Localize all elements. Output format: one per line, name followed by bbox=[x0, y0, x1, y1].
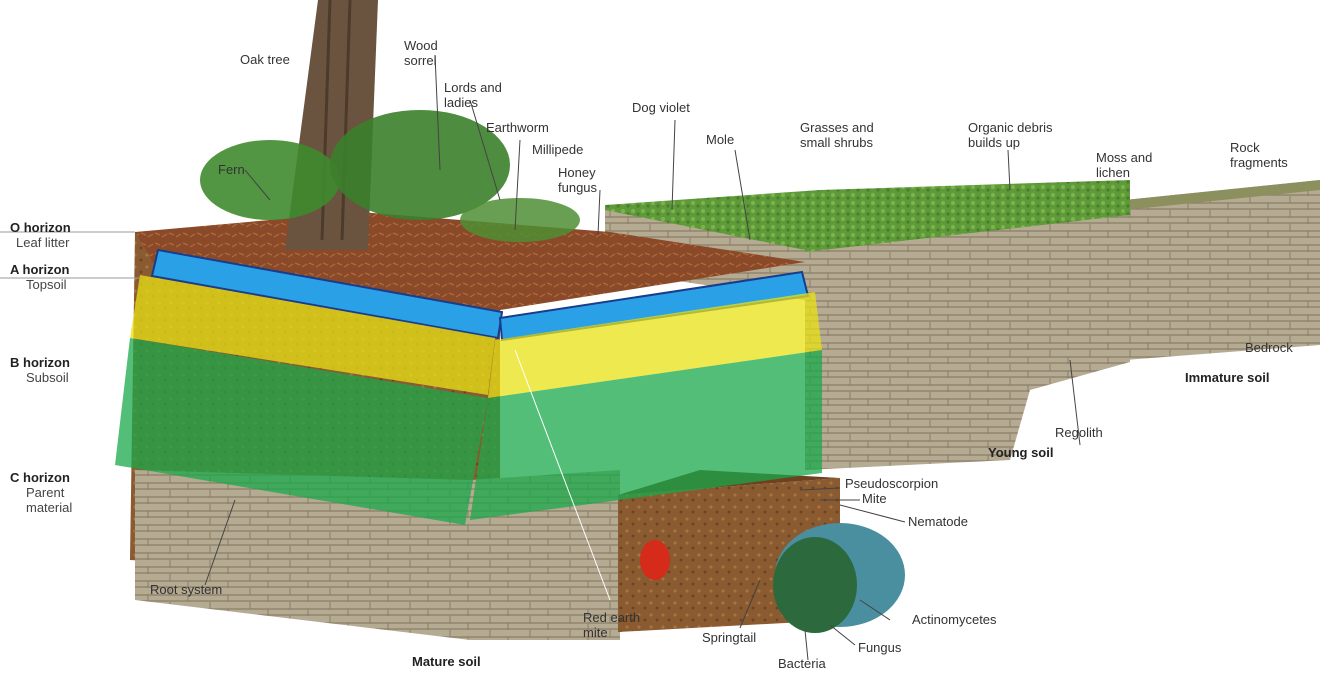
red-earth-mite-figure bbox=[640, 540, 670, 580]
label-moss-lichen: Moss and lichen bbox=[1096, 150, 1152, 180]
label-mite: Mite bbox=[862, 491, 887, 506]
label-immature-soil: Immature soil bbox=[1185, 370, 1270, 385]
label-young-soil: Young soil bbox=[988, 445, 1053, 460]
label-fern: Fern bbox=[218, 162, 245, 177]
label-springtail: Springtail bbox=[702, 630, 756, 645]
label-grasses: Grasses and small shrubs bbox=[800, 120, 874, 150]
o-horizon-subtitle: Leaf litter bbox=[16, 235, 69, 250]
label-red-earth-mite: Red earth mite bbox=[583, 610, 640, 640]
o-horizon-title: O horizon bbox=[10, 220, 71, 235]
label-fungus: Fungus bbox=[858, 640, 901, 655]
label-oak-tree: Oak tree bbox=[240, 52, 290, 67]
c-horizon-subtitle: Parent material bbox=[26, 485, 72, 515]
label-mature-soil: Mature soil bbox=[412, 654, 481, 669]
b-horizon-title: B horizon bbox=[10, 355, 70, 370]
label-honey-fungus: Honey fungus bbox=[558, 165, 597, 195]
label-dog-violet: Dog violet bbox=[632, 100, 690, 115]
label-nematode: Nematode bbox=[908, 514, 968, 529]
immature-soil-block bbox=[1125, 180, 1320, 360]
a-horizon-title: A horizon bbox=[10, 262, 69, 277]
b-horizon-subtitle: Subsoil bbox=[26, 370, 69, 385]
label-rock-fragments: Rock fragments bbox=[1230, 140, 1288, 170]
label-bacteria: Bacteria bbox=[778, 656, 826, 671]
c-horizon-title: C horizon bbox=[10, 470, 70, 485]
label-lords-and-ladies: Lords and ladies bbox=[444, 80, 502, 110]
label-earthworm: Earthworm bbox=[486, 120, 549, 135]
label-organic-debris: Organic debris builds up bbox=[968, 120, 1053, 150]
label-wood-sorrel: Wood sorrel bbox=[404, 38, 438, 68]
label-actinomycetes: Actinomycetes bbox=[912, 612, 997, 627]
label-bedrock: Bedrock bbox=[1245, 340, 1293, 355]
label-regolith: Regolith bbox=[1055, 425, 1103, 440]
label-pseudoscorpion: Pseudoscorpion bbox=[845, 476, 938, 491]
label-millipede: Millipede bbox=[532, 142, 583, 157]
a-horizon-subtitle: Topsoil bbox=[26, 277, 66, 292]
label-mole: Mole bbox=[706, 132, 734, 147]
label-root-system: Root system bbox=[150, 582, 222, 597]
